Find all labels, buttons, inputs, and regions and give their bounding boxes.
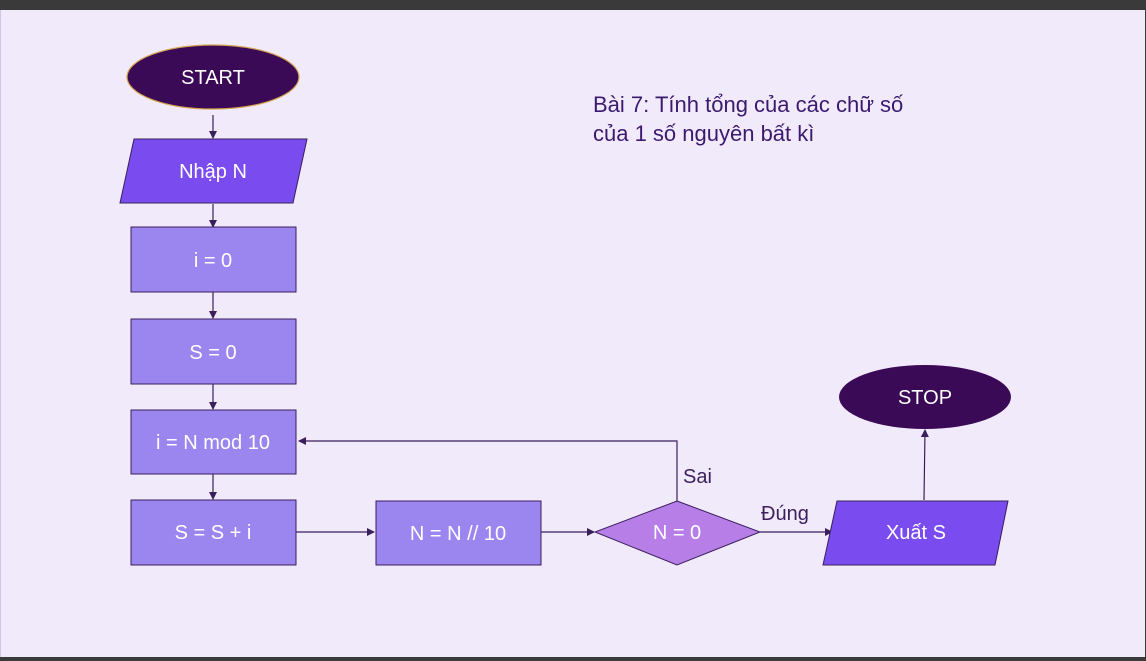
true-branch-label: Đúng [761,503,809,525]
sum-step-label: S = S + i [175,522,252,544]
init-s-node: S = 0 [130,318,297,385]
init-i-node: i = 0 [130,226,297,293]
init-i-label: i = 0 [194,250,232,272]
mod-step-node: i = N mod 10 [130,409,297,475]
arrow-output-to-stop [920,429,929,501]
input-n-label: Nhập N [179,161,247,183]
start-label: START [181,67,245,89]
condition-node: N = 0 [593,500,762,566]
div-step-label: N = N // 10 [410,523,506,545]
condition-label: N = 0 [653,522,701,544]
mod-step-label: i = N mod 10 [156,432,270,454]
init-s-label: S = 0 [189,342,236,364]
div-step-node: N = N // 10 [375,500,542,566]
arrow-condition-loop-back [298,437,678,501]
title-line-1: Bài 7: Tính tổng của các chữ số [593,92,903,117]
output-s-label: Xuất S [886,522,946,544]
stop-label: STOP [898,387,952,409]
false-branch-label: Sai [683,466,712,488]
input-n-node: Nhập N [119,138,308,204]
title-line-2: của 1 số nguyên bất kì [593,121,814,146]
flowchart: Bài 7: Tính tổng của các chữ số của 1 số… [119,44,1011,566]
start-terminal: START [126,44,300,110]
connectors [209,115,929,536]
stop-terminal: STOP [839,365,1011,429]
slide-canvas: Bài 7: Tính tổng của các chữ số của 1 số… [0,10,1145,657]
output-s-node: Xuất S [822,500,1009,566]
window-bottom-edge [0,657,1146,661]
sum-step-node: S = S + i [130,499,297,566]
